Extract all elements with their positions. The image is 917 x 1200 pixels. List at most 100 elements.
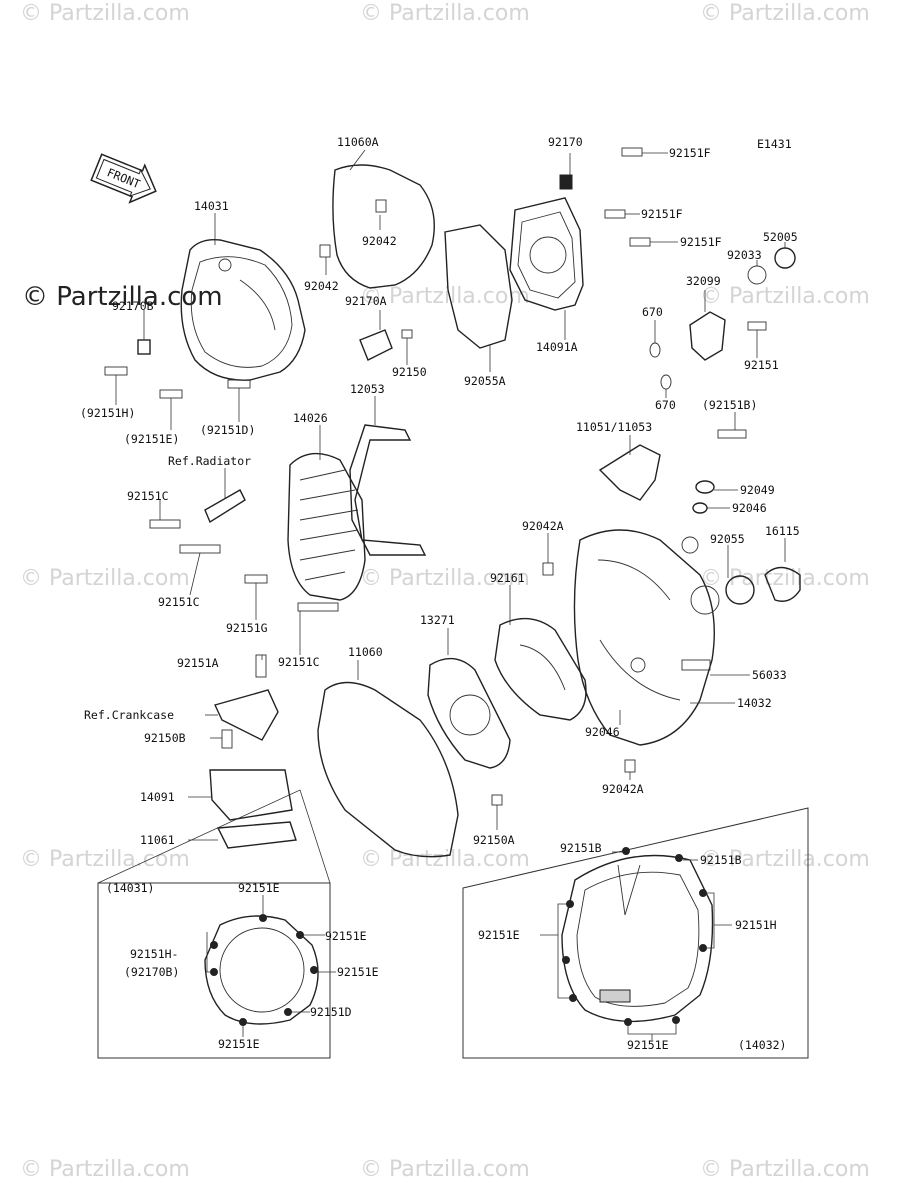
bolt-92151A bbox=[255, 654, 267, 678]
part-92033 bbox=[747, 265, 767, 285]
bolt-92151F bbox=[621, 147, 643, 157]
inset-left-callout: 92151E bbox=[238, 881, 280, 895]
callout-11060: 11060 bbox=[348, 645, 383, 659]
callout-92151C: 92151C bbox=[158, 595, 200, 609]
callout-92170: 92170 bbox=[548, 135, 583, 149]
ref-radiator-label: Ref.Radiator bbox=[168, 454, 251, 468]
leader-lines bbox=[115, 149, 786, 841]
part-92049 bbox=[695, 480, 715, 494]
callout-14032: 14032 bbox=[737, 696, 772, 710]
ref-radiator-part bbox=[204, 489, 246, 524]
inset-right-callout: 92151E bbox=[627, 1038, 669, 1052]
inset-left-cover bbox=[204, 914, 319, 1026]
part-92042A bbox=[624, 759, 636, 773]
watermark: © Partzilla.com bbox=[700, 1157, 870, 1182]
inset-left-callout: 92151E bbox=[325, 929, 367, 943]
inset-left-box bbox=[97, 882, 331, 1059]
bolt-92151 bbox=[747, 321, 767, 331]
part-92055 bbox=[725, 575, 755, 605]
callout-92151E: (92151E) bbox=[124, 432, 179, 446]
part-670 bbox=[649, 342, 661, 358]
callout-11060A: 11060A bbox=[337, 135, 379, 149]
inset-left-pointer bbox=[97, 789, 331, 884]
front-arrow-icon: FRONT bbox=[90, 153, 157, 204]
watermark: © Partzilla.com bbox=[360, 847, 530, 872]
watermark: © Partzilla.com bbox=[700, 284, 870, 309]
ref-crankcase-label: Ref.Crankcase bbox=[84, 708, 174, 722]
inset-left-callout: 92151H- bbox=[130, 947, 178, 961]
bolt-92151B bbox=[717, 429, 747, 439]
bolt-92151C bbox=[179, 544, 221, 554]
callout-52005: 52005 bbox=[763, 230, 798, 244]
callout-labels: 11060A 92170 92151F 92151F 92151F 52005 … bbox=[80, 135, 800, 847]
part-14031-left-cover bbox=[180, 239, 306, 381]
callout-92161: 92161 bbox=[490, 571, 525, 585]
inset-left-title: (14031) bbox=[106, 881, 154, 895]
watermark: © Partzilla.com bbox=[360, 566, 530, 591]
inset-right-callout: 92151B bbox=[560, 841, 602, 855]
bolt-92151F bbox=[604, 209, 626, 219]
inset-right-box bbox=[462, 807, 809, 1059]
callout-16115: 16115 bbox=[765, 524, 800, 538]
bolt-92151H bbox=[104, 366, 128, 376]
callout-92151C: 92151C bbox=[127, 489, 169, 503]
inset-right-callout: 92151B bbox=[700, 853, 742, 867]
part-670 bbox=[660, 374, 672, 390]
watermark: © Partzilla.com bbox=[360, 1, 530, 26]
bolt-92150 bbox=[401, 329, 413, 339]
part-11051-bracket bbox=[598, 444, 661, 501]
bolt-92151C bbox=[149, 519, 181, 529]
part-14026-cover bbox=[287, 452, 366, 601]
part-13271-plate bbox=[427, 657, 511, 769]
inset-left-callout: 92151E bbox=[218, 1037, 260, 1051]
callout-92055A: 92055A bbox=[464, 374, 506, 388]
callout-56033: 56033 bbox=[752, 668, 787, 682]
part-14032-right-cover bbox=[573, 529, 720, 746]
bolt-92151F bbox=[629, 237, 651, 247]
bolt-92151C bbox=[297, 602, 339, 612]
part-11060A-gasket bbox=[332, 164, 435, 289]
part-32099 bbox=[689, 311, 726, 361]
ref-crankcase-part bbox=[214, 689, 279, 741]
part-14091A-cover bbox=[509, 197, 584, 311]
callout-14026: 14026 bbox=[293, 411, 328, 425]
callout-92151A: 92151A bbox=[177, 656, 219, 670]
bolt-92151D bbox=[227, 379, 251, 389]
part-92170 bbox=[559, 174, 573, 190]
callout-92151C: 92151C bbox=[278, 655, 320, 669]
part-92046 bbox=[692, 502, 708, 514]
inset-right-callout: 92151H bbox=[735, 918, 777, 932]
callout-92049: 92049 bbox=[740, 483, 775, 497]
callout-12053: 12053 bbox=[350, 382, 385, 396]
callout-92151B: (92151B) bbox=[702, 398, 757, 412]
callout-92170A: 92170A bbox=[345, 294, 387, 308]
callout-11061: 11061 bbox=[140, 833, 175, 847]
part-92055A-gasket bbox=[444, 224, 513, 349]
callout-92042A: 92042A bbox=[602, 782, 644, 796]
part-92042 bbox=[319, 244, 331, 258]
callout-92151F: 92151F bbox=[680, 235, 722, 249]
part-92042A bbox=[542, 562, 554, 576]
callout-92151F: 92151F bbox=[641, 207, 683, 221]
part-12053-bracket bbox=[349, 424, 427, 556]
inset-left-callout: (92170B) bbox=[124, 965, 179, 979]
callout-92042: 92042 bbox=[362, 234, 397, 248]
watermark: © Partzilla.com bbox=[360, 1157, 530, 1182]
callout-92033: 92033 bbox=[727, 248, 762, 262]
callout-14031: 14031 bbox=[194, 199, 229, 213]
callout-92150B: 92150B bbox=[144, 731, 186, 745]
part-14091 bbox=[209, 769, 293, 821]
watermark: © Partzilla.com bbox=[700, 1, 870, 26]
inset-right-title: (14032) bbox=[738, 1038, 786, 1052]
callout-92055: 92055 bbox=[710, 532, 745, 546]
part-11060-gasket bbox=[317, 681, 459, 858]
callout-92150A: 92150A bbox=[473, 833, 515, 847]
callout-670: 670 bbox=[642, 305, 663, 319]
watermark: © Partzilla.com bbox=[360, 284, 530, 309]
watermark: © Partzilla.com bbox=[700, 566, 870, 591]
inset-left-callout: 92151D bbox=[310, 1005, 352, 1019]
callout-92046: 92046 bbox=[732, 501, 767, 515]
callout-14091: 14091 bbox=[140, 790, 175, 804]
callout-92150: 92150 bbox=[392, 365, 427, 379]
